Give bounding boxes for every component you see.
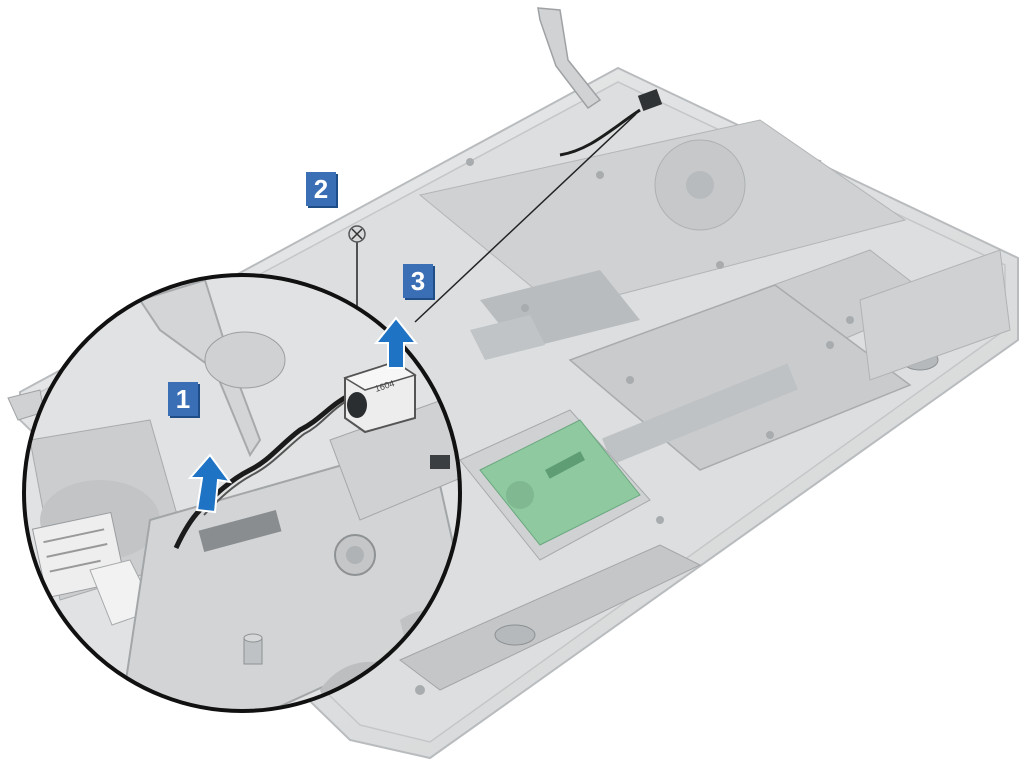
fan-area — [418, 119, 907, 360]
callout-2: 2 — [306, 172, 336, 206]
hinge-right — [537, 7, 602, 110]
dc-in-port-installed — [559, 89, 663, 157]
lift-arrow-3 — [373, 316, 419, 369]
screw-dots — [415, 158, 854, 695]
hard-drive — [459, 409, 651, 561]
lift-arrow-1 — [187, 453, 233, 514]
callout-1: 1 — [168, 382, 198, 416]
speaker-right — [859, 249, 1011, 381]
callout-3: 3 — [403, 264, 433, 298]
speaker-left — [399, 544, 702, 691]
screw — [348, 225, 366, 243]
magnifier-border — [22, 273, 462, 713]
